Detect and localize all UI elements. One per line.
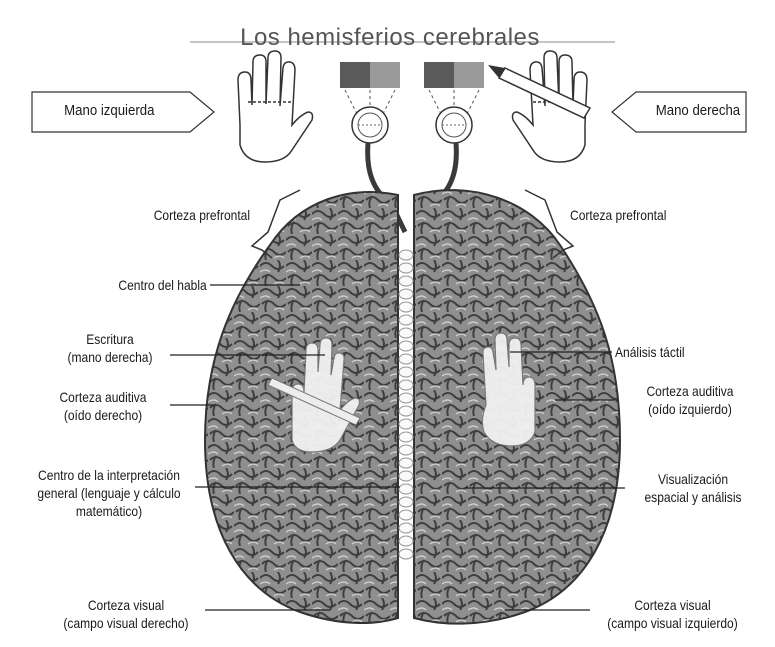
right-eye xyxy=(436,107,472,143)
label-right-prefrontal: Corteza prefrontal xyxy=(570,206,666,224)
left-eye xyxy=(352,107,388,143)
left-hand-icon xyxy=(238,51,313,162)
right-visual-swatch xyxy=(424,62,484,88)
label-writing: Escritura (mano derecha) xyxy=(41,330,179,366)
label-left-auditory: Corteza auditiva (oído derecho) xyxy=(39,388,168,424)
label-left-prefrontal: Corteza prefrontal xyxy=(154,206,250,224)
left-hand-label: Mano izquierda xyxy=(64,102,154,119)
label-right-auditory: Corteza auditiva (oído izquierdo) xyxy=(626,382,755,418)
label-left-visual: Corteza visual (campo visual derecho) xyxy=(49,596,204,632)
corpus-callosum xyxy=(399,250,413,559)
left-visual-swatch xyxy=(340,62,400,88)
label-interpretation-center: Centro de la interpretación general (len… xyxy=(27,466,190,520)
right-hand-label: Mano derecha xyxy=(656,102,740,119)
label-spatial-analysis: Visualización espacial y análisis xyxy=(629,470,758,506)
label-tactile-analysis: Análisis táctil xyxy=(615,343,685,361)
label-right-visual: Corteza visual (campo visual izquierdo) xyxy=(597,596,748,632)
label-speech-center: Centro del habla xyxy=(119,276,207,294)
diagram-title: Los hemisferios cerebrales xyxy=(230,24,550,52)
